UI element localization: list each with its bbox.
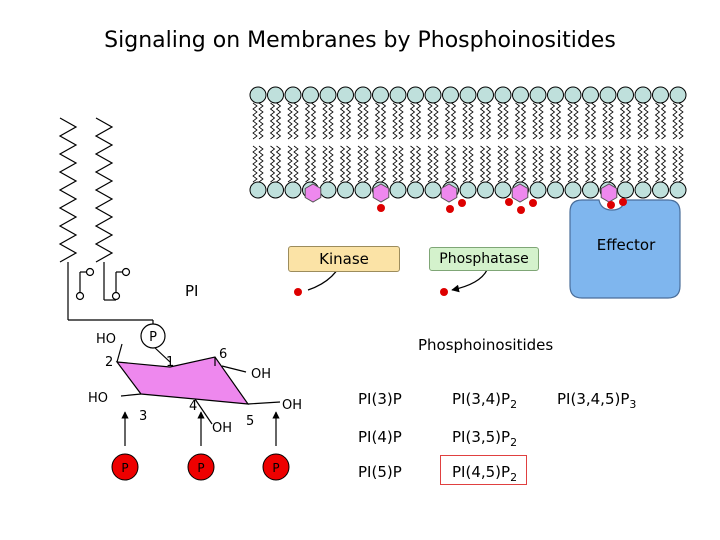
glycerol-backbone [67, 262, 171, 363]
pi-species-pi5p: PI(5)P [358, 463, 402, 484]
phosphatase-box: Phosphatase [429, 247, 539, 271]
pi-species-base: PI(3,5)P [452, 428, 511, 446]
membrane-inositol-heads [304, 183, 627, 214]
oh-far-right-label: OH [282, 398, 302, 413]
oh-bottom-label: OH [212, 421, 232, 436]
pi-species-sub: 2 [510, 398, 518, 411]
pi-species-base: PI(3)P [358, 390, 402, 408]
carbon-number-5: 5 [246, 414, 254, 429]
ho-top-label: HO [96, 332, 116, 347]
carbon-number-3: 3 [139, 409, 147, 424]
pi-species-pi3p: PI(3)P [358, 390, 402, 411]
pi-species-pi35p2: PI(3,5)P2 [452, 428, 517, 449]
page-title: Signaling on Membranes by Phosphoinositi… [104, 28, 616, 53]
red-phosphate-circles [111, 453, 290, 481]
carbon-number-6: 6 [219, 347, 227, 362]
pip2-highlight-box [440, 455, 527, 485]
carbon-number-1: 1 [166, 355, 174, 370]
phosphoinositides-heading: Phosphoinositides [418, 336, 554, 354]
pi-fatty-acid-chains [58, 117, 114, 263]
pi-species-base: PI(4)P [358, 428, 402, 446]
pi-species-pi345p3: PI(3,4,5)P3 [557, 390, 636, 411]
effector-protein [569, 199, 681, 299]
pi-species-sub: 2 [510, 436, 518, 449]
pi-species-pi4p: PI(4)P [358, 428, 402, 449]
released-phosphate-dot [440, 288, 448, 296]
pi-label: PI [185, 282, 199, 300]
free-phosphate-dot [294, 288, 302, 296]
red-phosphate-label-4: P [197, 461, 204, 475]
red-phosphate-label-3: P [121, 461, 128, 475]
effector-label: Effector [596, 236, 656, 254]
pi-species-base: PI(3,4)P [452, 390, 511, 408]
carbon-number-4: 4 [189, 399, 197, 414]
kinase-box: Kinase [288, 246, 400, 272]
pi-species-base: PI(4,5)P [452, 463, 511, 481]
phosphorylation-arrows [121, 411, 280, 446]
pi-species-pi34p2: PI(3,4)P2 [452, 390, 517, 411]
red-phosphate-label-5: P [272, 461, 279, 475]
pi-species-pi45p2: PI(4,5)P2 [452, 463, 517, 484]
pi-phosphate-label: P [149, 330, 157, 345]
ho-left-label: HO [88, 391, 108, 406]
oh-right-label: OH [251, 367, 271, 382]
pi-species-base: PI(3,4,5)P [557, 390, 630, 408]
pi-species-base: PI(5)P [358, 463, 402, 481]
phosphatase-arrow [451, 269, 488, 293]
pi-species-sub: 3 [629, 398, 637, 411]
pi-phosphate-circle [140, 323, 166, 349]
pi-species-sub: 2 [510, 471, 518, 484]
carbon-number-2: 2 [105, 355, 113, 370]
lipid-bilayer [249, 86, 687, 199]
